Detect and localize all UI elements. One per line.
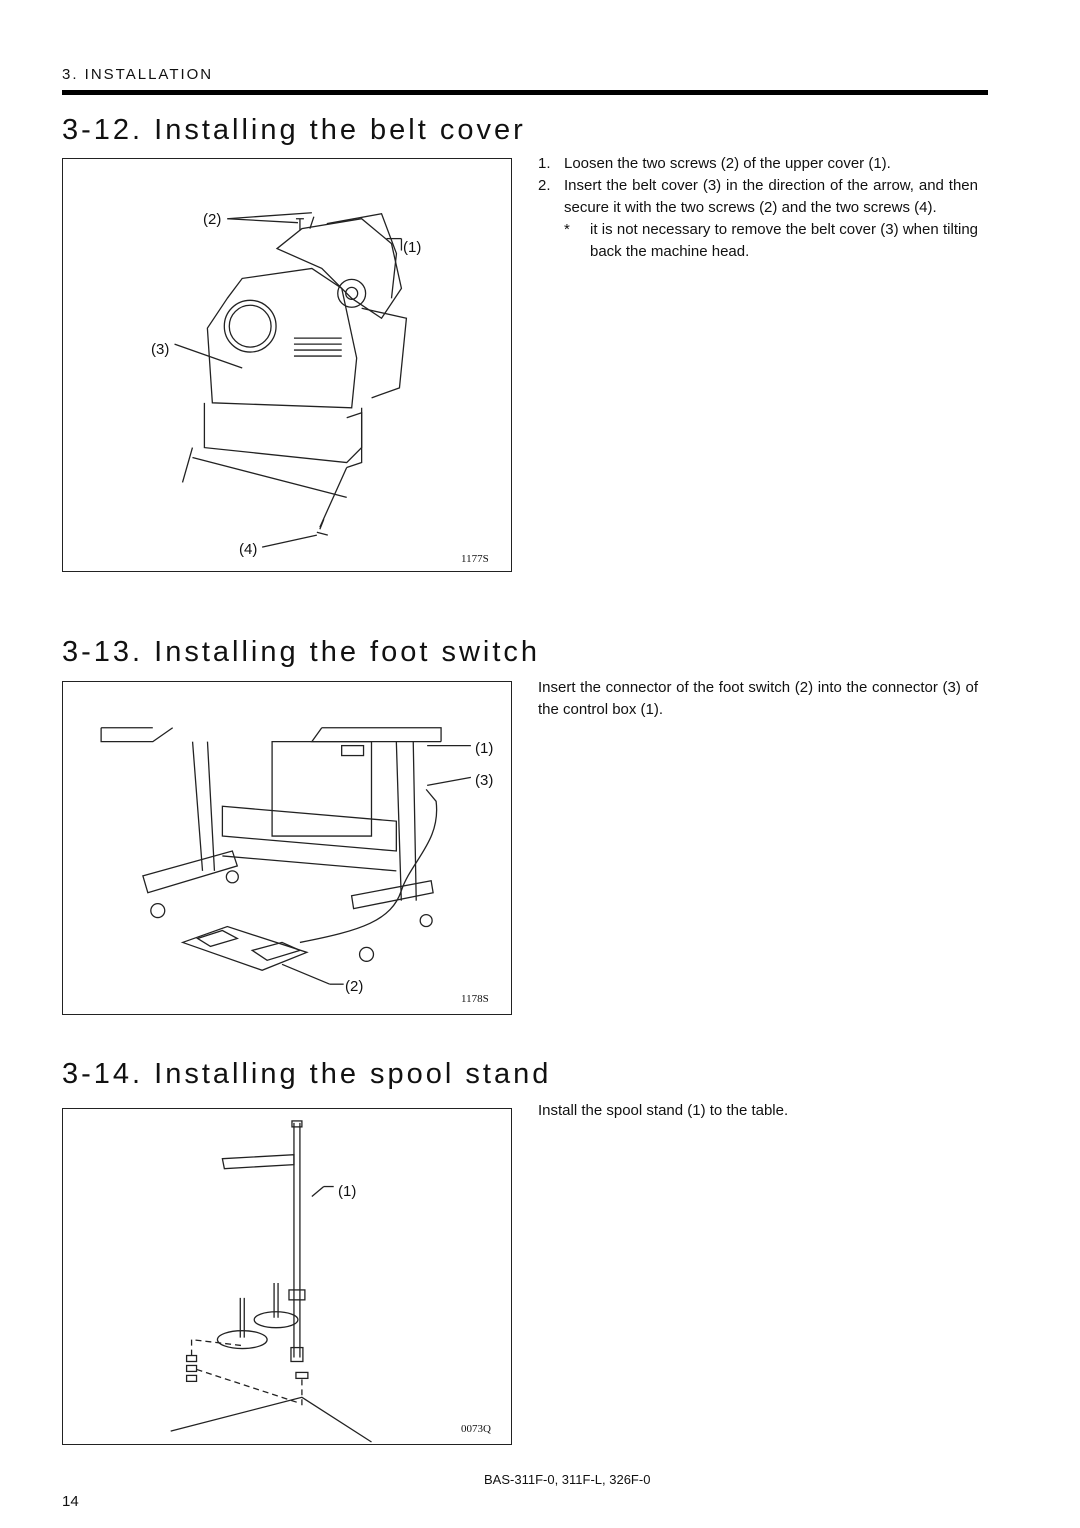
step-text: Insert the belt cover (3) in the directi… [564,177,978,216]
spool-stand-illustration [170,1120,372,1443]
section-title-foot-switch: 3-13. Installing the foot switch [62,636,541,668]
figure-spool-stand: (1) 0073Q [62,1108,512,1445]
belt-cover-steps: 1. Loosen the two screws (2) of the uppe… [538,153,978,263]
step-item: 2. Insert the belt cover (3) in the dire… [538,175,978,219]
figure-code: 1178S [461,993,489,1005]
step-text: Loosen the two screws (2) of the upper c… [564,155,891,172]
callout-2: (2) [203,211,222,228]
figure-foot-switch: (1) (3) (2) 1178S [62,681,512,1015]
callout-1: (1) [475,740,494,757]
header-rule [62,90,988,95]
step-number: 2. [538,177,551,194]
spool-stand-text: Install the spool stand (1) to the table… [538,1102,789,1119]
page-number: 14 [62,1493,79,1510]
section-title-belt-cover: 3-12. Installing the belt cover [62,114,526,146]
note-text: it is not necessary to remove the belt c… [590,221,978,260]
step-number: 1. [538,155,551,172]
step-item: 1. Loosen the two screws (2) of the uppe… [538,153,978,175]
callout-2: (2) [345,978,364,995]
footer-model: BAS-311F-0, 311F-L, 326F-0 [484,1472,651,1487]
foot-switch-text: Insert the connector of the foot switch … [538,679,978,718]
callout-1: (1) [338,1183,357,1200]
figure-code: 1177S [461,553,489,565]
callout-3: (3) [475,772,494,789]
section-label: 3. INSTALLATION [62,66,214,83]
note-item: * it is not necessary to remove the belt… [538,219,978,263]
figure-belt-cover: (2) (1) (3) (4) 1177S [62,158,512,572]
foot-switch-illustration [100,727,472,985]
callout-3: (3) [151,341,170,358]
section-title-spool-stand: 3-14. Installing the spool stand [62,1058,552,1090]
note-mark: * [564,221,570,238]
figure-code: 0073Q [461,1423,491,1435]
callout-4: (4) [239,541,258,558]
belt-cover-illustration [174,212,408,548]
callout-1: (1) [403,239,422,256]
